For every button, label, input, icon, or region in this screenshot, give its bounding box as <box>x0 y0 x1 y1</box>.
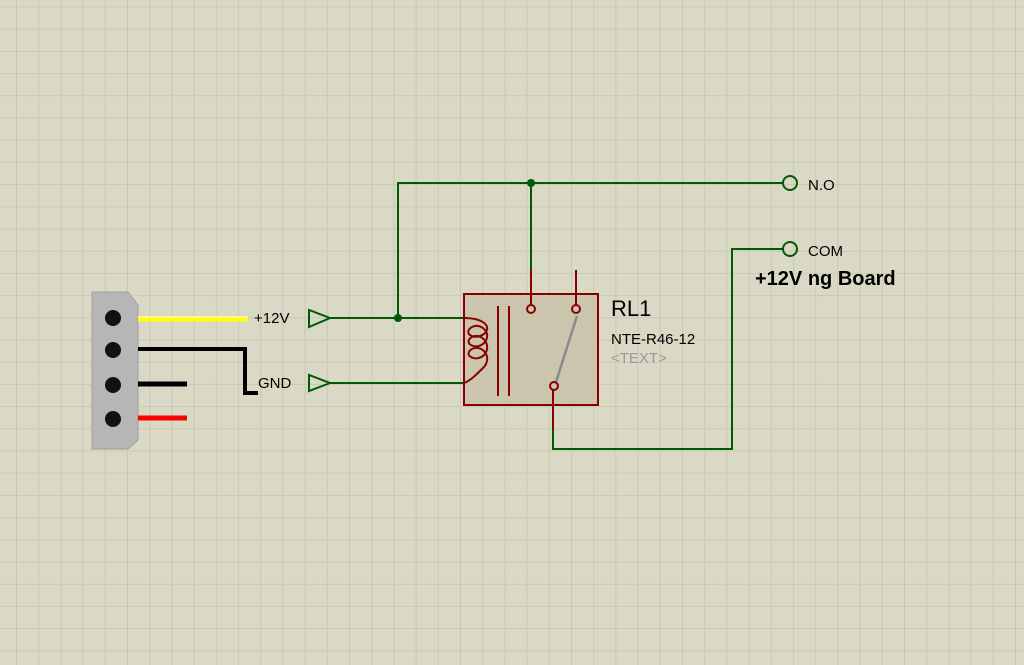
nc-contact <box>571 304 581 314</box>
common-contact <box>549 381 559 391</box>
no-terminal-label: N.O <box>808 177 835 194</box>
net-wires <box>330 182 783 450</box>
black-wire-gnd <box>138 347 258 395</box>
relay-rl1[interactable] <box>463 270 599 430</box>
no-terminal[interactable] <box>782 175 798 191</box>
relay-armature <box>554 315 579 383</box>
gnd-terminal-arrow[interactable] <box>308 373 333 393</box>
com-terminal[interactable] <box>782 241 798 257</box>
connector-pin-2 <box>105 342 121 358</box>
no-contact <box>526 304 536 314</box>
junction-dot <box>394 314 402 322</box>
connector-body <box>91 291 139 450</box>
board-annotation: +12V ng Board <box>755 268 896 290</box>
relay-part-number: NTE-R46-12 <box>611 331 695 348</box>
junction-dot <box>527 179 535 187</box>
relay-reference: RL1 <box>611 296 651 321</box>
connector-pin-4 <box>105 411 121 427</box>
connector-pin-1 <box>105 310 121 326</box>
vcc-terminal-arrow[interactable] <box>308 308 333 329</box>
relay-coil <box>463 317 489 384</box>
com-terminal-label: COM <box>808 243 843 260</box>
connector-pin-3 <box>105 377 121 393</box>
molex-connector[interactable] <box>91 291 258 450</box>
vcc-terminal-label: +12V <box>254 310 289 327</box>
gnd-terminal-label: GND <box>258 375 292 392</box>
relay-text-placeholder: <TEXT> <box>611 350 667 367</box>
